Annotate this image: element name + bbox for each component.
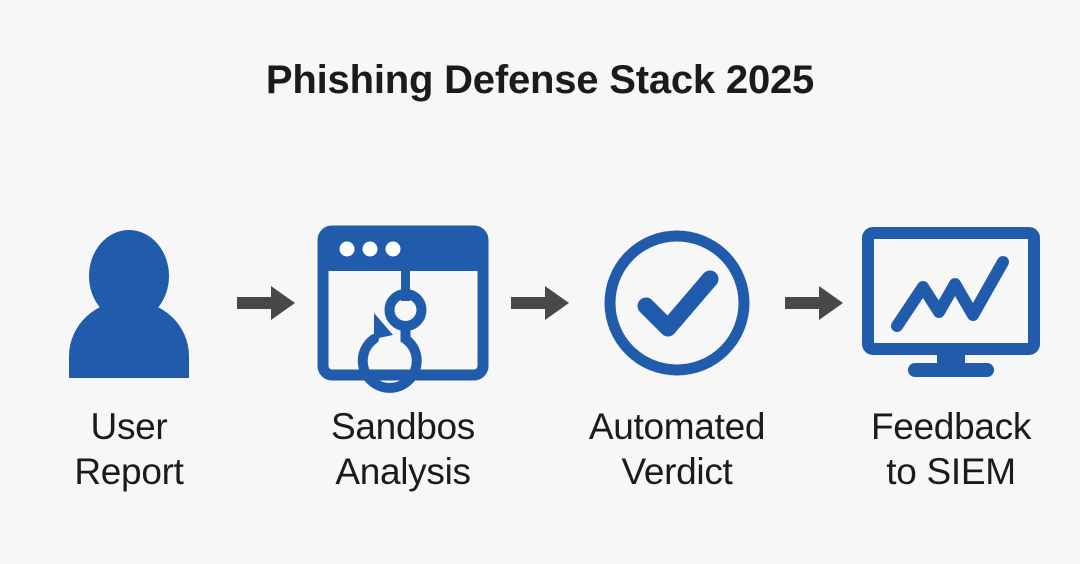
flow-step-feedback-to-siem: Feedback to SIEM bbox=[851, 222, 1051, 494]
flow-step-automated-verdict: Automated Verdict bbox=[577, 222, 777, 494]
flow-step-label-automated-verdict: Automated Verdict bbox=[588, 406, 766, 493]
flow-step-label-sandbos-analysis: Sandbos Analysis bbox=[331, 406, 475, 493]
flow-step-label-feedback-to-siem: Feedback to SIEM bbox=[870, 406, 1032, 493]
flow-step-user-report: User Report bbox=[29, 222, 229, 494]
process-flow: User Report bbox=[0, 222, 1080, 522]
flow-connector-2 bbox=[503, 222, 577, 384]
user-icon bbox=[29, 222, 229, 384]
arrow-right-icon bbox=[511, 286, 569, 320]
flow-connector-3 bbox=[777, 222, 851, 384]
check-circle-icon bbox=[577, 222, 777, 384]
flow-step-sandbos-analysis: Sandbos Analysis bbox=[303, 222, 503, 494]
page-title: Phishing Defense Stack 2025 bbox=[265, 58, 815, 102]
flow-connector-1 bbox=[229, 222, 303, 384]
monitor-chart-icon bbox=[851, 222, 1051, 384]
phishing-hook-window-icon bbox=[303, 222, 503, 393]
arrow-right-icon bbox=[237, 286, 295, 320]
flow-step-label-user-report: User Report bbox=[74, 406, 184, 493]
arrow-right-icon bbox=[785, 286, 843, 320]
